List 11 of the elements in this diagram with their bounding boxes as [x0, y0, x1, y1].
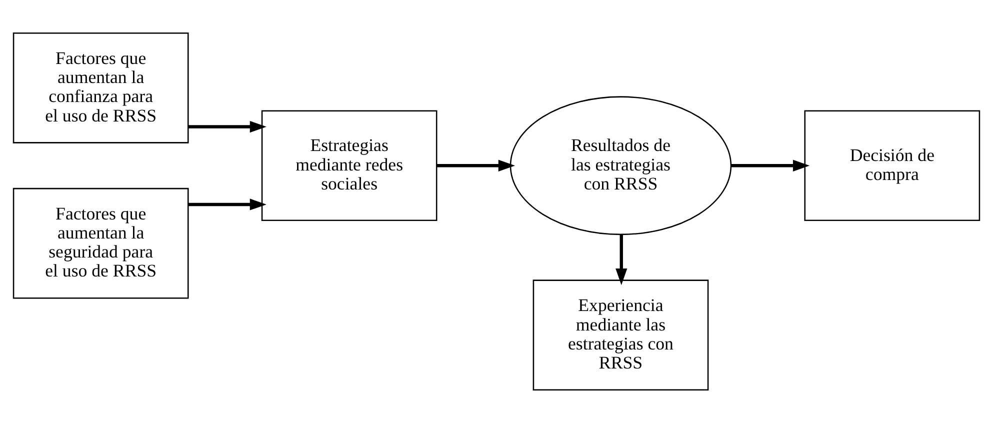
- arrow: [188, 120, 266, 133]
- node-box: Estrategias mediante redes sociales: [261, 110, 438, 222]
- arrow: [731, 160, 810, 172]
- node-box: Experiencia mediante las estrategias con RRSS: [532, 280, 709, 391]
- node-box: Factores que aumentan la seguridad para el uso de RRSS: [12, 188, 189, 299]
- node-box: Factores que aumentan la confianza para el uso de RRSS: [12, 32, 189, 144]
- arrow: [188, 198, 266, 210]
- arrow: [436, 160, 515, 172]
- node-ellipse: Resultados de las estrategias con RRSS: [510, 96, 732, 236]
- node-box: Decisión de compra: [804, 110, 980, 222]
- arrow: [616, 234, 628, 286]
